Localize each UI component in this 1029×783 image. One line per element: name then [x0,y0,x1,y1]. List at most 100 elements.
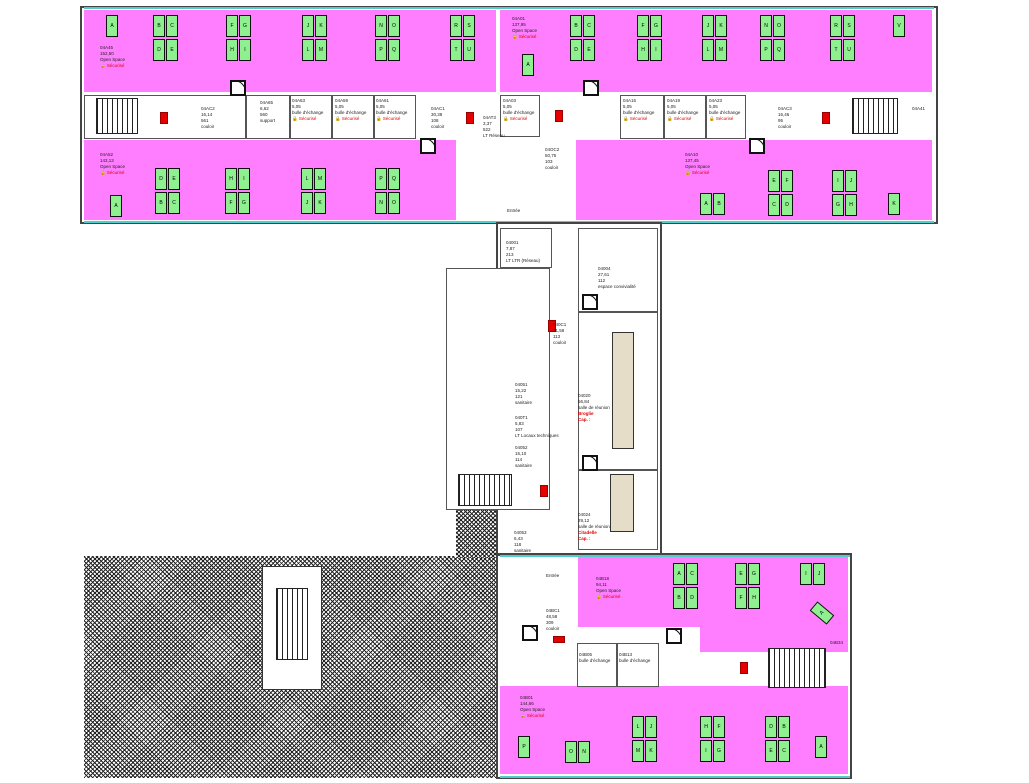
desk-M[interactable]: M [315,39,327,61]
desk-R[interactable]: R [450,15,462,37]
desk-N[interactable]: N [375,15,387,37]
desk-D[interactable]: D [153,39,165,61]
desk-G[interactable]: G [650,15,662,37]
desk-G[interactable]: G [748,563,760,585]
desk-I[interactable]: I [239,39,251,61]
desk-F[interactable]: F [225,192,237,214]
desk-I[interactable]: I [238,168,250,190]
desk-A[interactable]: A [700,193,712,215]
desk-I[interactable]: I [650,39,662,61]
desk-L[interactable]: L [632,716,644,738]
desk-I[interactable]: I [800,563,812,585]
desk-K[interactable]: K [645,740,657,762]
desk-C[interactable]: C [583,15,595,37]
door[interactable] [522,625,538,641]
desk-N[interactable]: N [760,15,772,37]
desk-F[interactable]: F [713,716,725,738]
desk-S[interactable]: S [463,15,475,37]
desk-L[interactable]: L [302,39,314,61]
desk-J[interactable]: J [645,716,657,738]
desk-H[interactable]: H [226,39,238,61]
desk-D[interactable]: D [781,194,793,216]
desk-C[interactable]: C [778,740,790,762]
desk-D[interactable]: D [765,716,777,738]
desk-C[interactable]: C [768,194,780,216]
door[interactable] [666,628,682,644]
desk-A[interactable]: A [110,195,122,217]
desk-M[interactable]: M [715,39,727,61]
desk-J[interactable]: J [302,15,314,37]
desk-H[interactable]: H [748,587,760,609]
desk-Q[interactable]: Q [773,39,785,61]
desk-B[interactable]: B [155,192,167,214]
door[interactable] [582,455,598,471]
desk-N[interactable]: N [578,741,590,763]
desk-I[interactable]: I [700,740,712,762]
desk-C[interactable]: C [168,192,180,214]
desk-J[interactable]: J [301,192,313,214]
desk-M[interactable]: M [632,740,644,762]
desk-D[interactable]: D [155,168,167,190]
door[interactable] [583,80,599,96]
desk-H[interactable]: H [845,194,857,216]
desk-G[interactable]: G [832,194,844,216]
desk-C[interactable]: C [166,15,178,37]
desk-B[interactable]: B [673,587,685,609]
desk-F[interactable]: F [226,15,238,37]
desk-H[interactable]: H [225,168,237,190]
desk-H[interactable]: H [637,39,649,61]
desk-F[interactable]: F [781,170,793,192]
desk-P[interactable]: P [760,39,772,61]
desk-O[interactable]: O [388,192,400,214]
desk-D[interactable]: D [686,587,698,609]
desk-E[interactable]: E [765,740,777,762]
desk-L[interactable]: L [702,39,714,61]
desk-P[interactable]: P [518,736,530,758]
desk-J[interactable]: J [702,15,714,37]
desk-J[interactable]: J [845,170,857,192]
desk-H[interactable]: H [700,716,712,738]
desk-O[interactable]: O [565,741,577,763]
desk-T[interactable]: T [450,39,462,61]
desk-U[interactable]: U [463,39,475,61]
desk-B[interactable]: B [153,15,165,37]
desk-G[interactable]: G [713,740,725,762]
desk-A[interactable]: A [673,563,685,585]
desk-B[interactable]: B [713,193,725,215]
desk-A[interactable]: A [106,15,118,37]
door[interactable] [420,138,436,154]
desk-A[interactable]: A [522,54,534,76]
desk-P[interactable]: P [375,39,387,61]
desk-K[interactable]: K [715,15,727,37]
desk-M[interactable]: M [314,168,326,190]
desk-R[interactable]: R [830,15,842,37]
desk-F[interactable]: F [637,15,649,37]
desk-T[interactable]: T [830,39,842,61]
desk-K[interactable]: K [314,192,326,214]
desk-S[interactable]: S [843,15,855,37]
desk-E[interactable]: E [168,168,180,190]
desk-U[interactable]: U [843,39,855,61]
desk-C[interactable]: C [686,563,698,585]
desk-A[interactable]: A [815,736,827,758]
desk-O[interactable]: O [773,15,785,37]
desk-E[interactable]: E [583,39,595,61]
desk-E[interactable]: E [735,563,747,585]
desk-N[interactable]: N [375,192,387,214]
door[interactable] [749,138,765,154]
door[interactable] [582,294,598,310]
desk-F[interactable]: F [735,587,747,609]
desk-Q[interactable]: Q [388,168,400,190]
desk-E[interactable]: E [166,39,178,61]
desk-I[interactable]: I [832,170,844,192]
desk-B[interactable]: B [778,716,790,738]
desk-G[interactable]: G [239,15,251,37]
door[interactable] [230,80,246,96]
desk-Q[interactable]: Q [388,39,400,61]
desk-P[interactable]: P [375,168,387,190]
desk-V[interactable]: V [893,15,905,37]
desk-O[interactable]: O [388,15,400,37]
desk-D[interactable]: D [570,39,582,61]
desk-K[interactable]: K [888,193,900,215]
desk-L[interactable]: L [301,168,313,190]
